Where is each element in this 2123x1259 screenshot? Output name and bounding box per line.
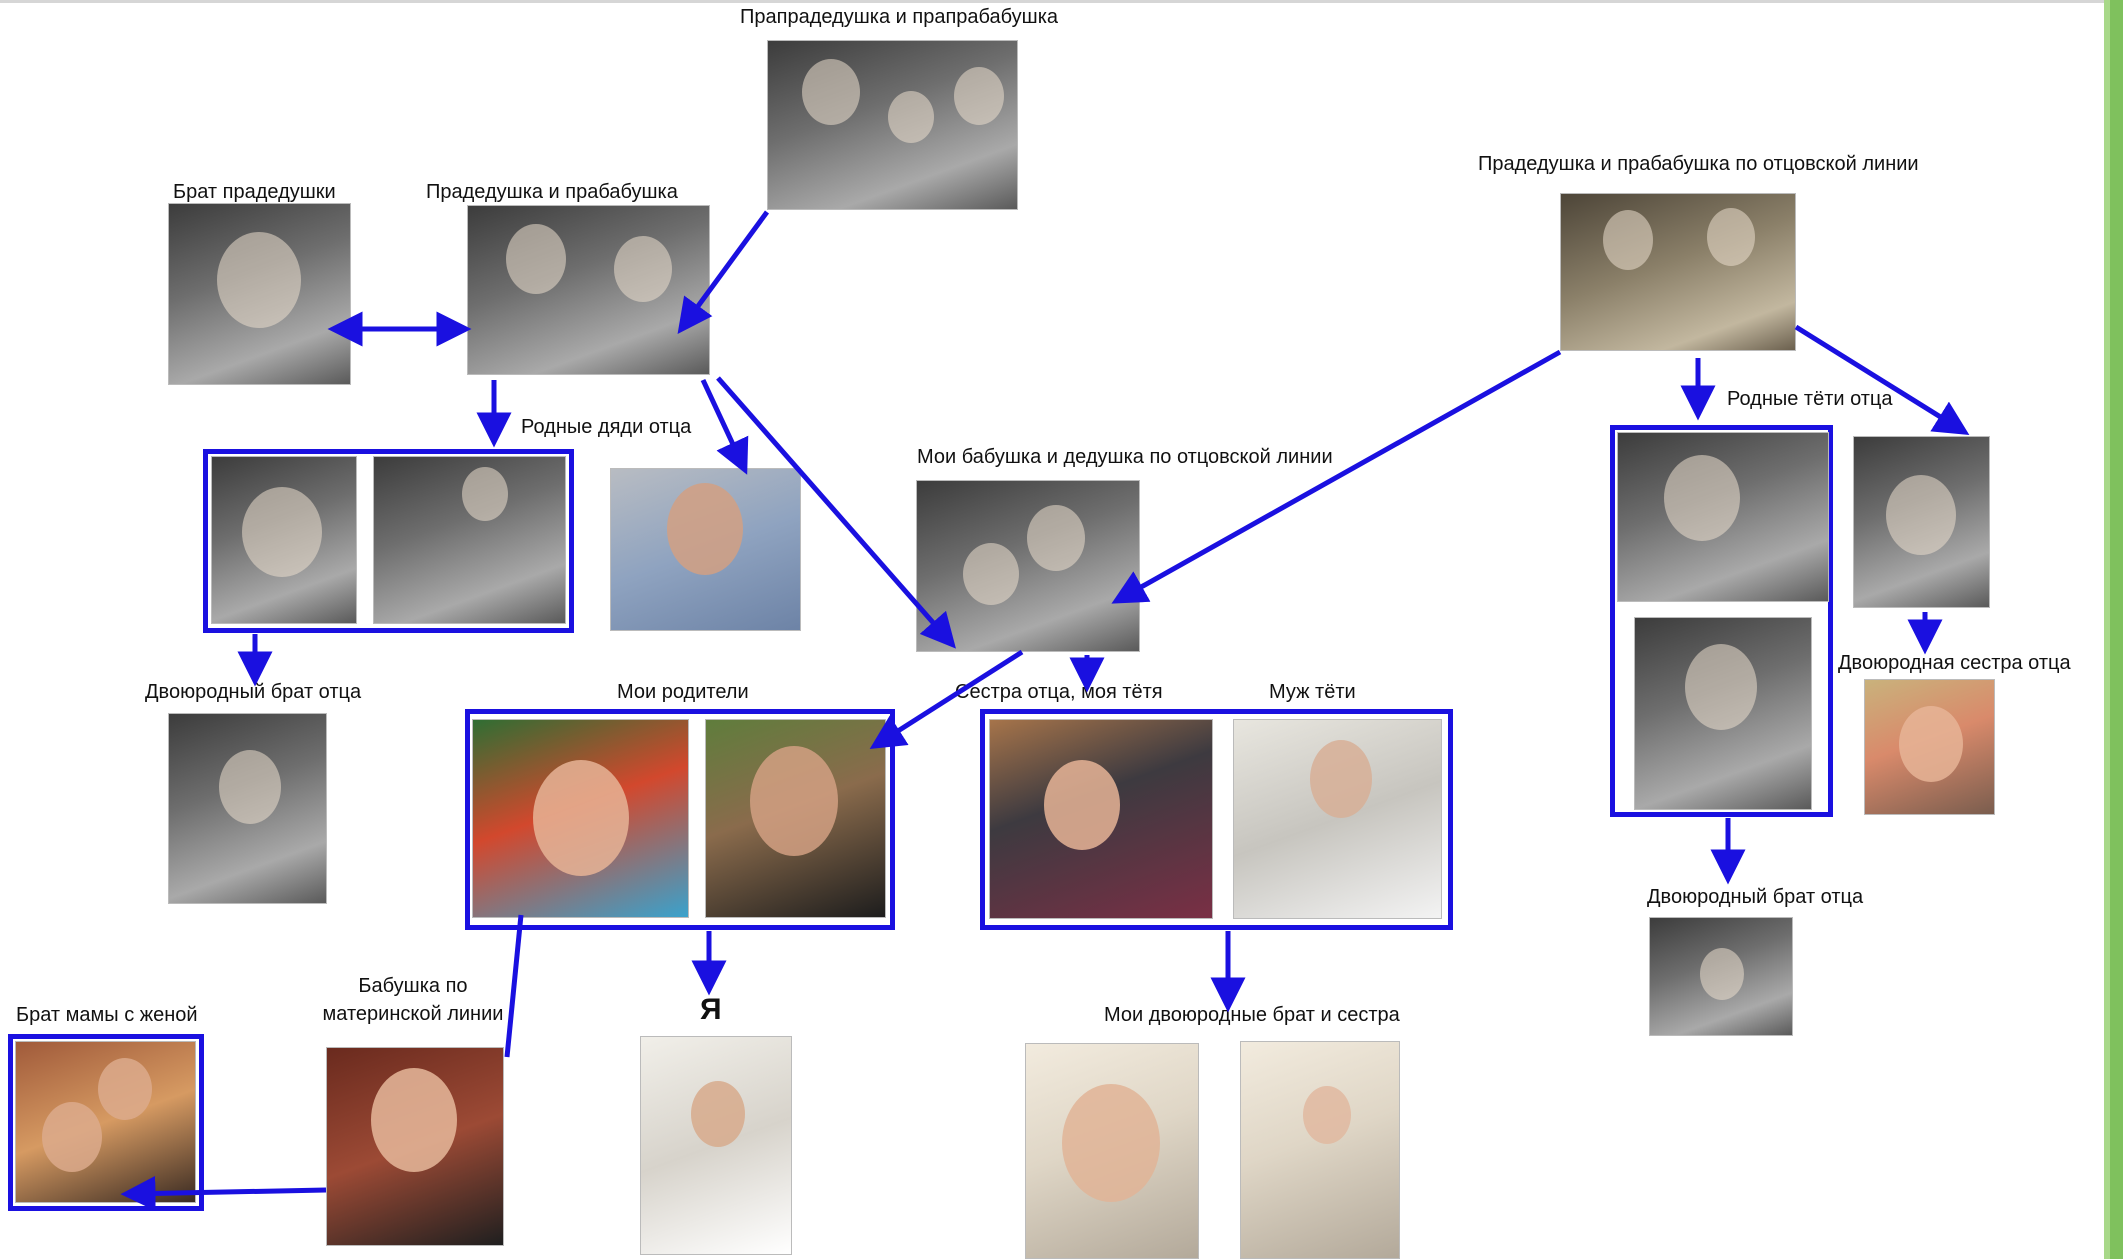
- top-border: [0, 0, 2123, 3]
- arrow-paternal-great-grand-to-aunt-3: [1794, 324, 1970, 435]
- photo-father-uncle-1: [211, 456, 357, 624]
- label-paternal-great-grandparents: Прадедушка и прабабушка по отцовской лин…: [1478, 153, 1919, 175]
- arrow-maternal-grandmother-to-uncle: [120, 1175, 327, 1211]
- label-maternal-grandmother: Бабушка по материнской линии: [322, 975, 504, 1025]
- label-father-cousin-brother-left: Двоюродный брат отца: [145, 681, 362, 703]
- frame-maternal-uncle: [8, 1034, 204, 1211]
- frame-parents: [465, 709, 895, 930]
- slide-accent-bar: [2110, 0, 2123, 1259]
- slide-accent-bar-light: [2104, 0, 2110, 1259]
- photo-father-aunt-3: [1853, 436, 1990, 608]
- photo-father-uncle-2: [373, 456, 566, 624]
- photo-aunt-husband: [1233, 719, 1442, 919]
- photo-great-grandparents: [467, 205, 710, 375]
- photo-father: [705, 719, 886, 918]
- arrow-great-grand-to-uncle-3: [700, 378, 749, 475]
- photo-cousin-sister: [1240, 1041, 1400, 1259]
- label-father-uncles: Родные дяди отца: [521, 416, 692, 438]
- photo-great-grand-uncle: [168, 203, 351, 385]
- photo-maternal-grandmother: [326, 1047, 504, 1246]
- arrow-grandparents-to-parents: [869, 649, 1024, 750]
- label-maternal-uncle: Брат мамы с женой: [16, 1004, 198, 1026]
- label-father-cousin-sister: Двоюродная сестра отца: [1838, 652, 2071, 674]
- label-me: Я: [700, 993, 722, 1026]
- label-great-great-grandparents: Прапрадедушка и прапрабабушка: [740, 6, 1059, 28]
- photo-father-aunt-1: [1617, 432, 1829, 602]
- photo-paternal-great-grandparents: [1560, 193, 1796, 351]
- photo-mother: [472, 719, 689, 918]
- photo-aunt: [989, 719, 1213, 919]
- frame-father-uncles: [203, 449, 574, 633]
- label-aunt-husband: Муж тёти: [1269, 681, 1356, 703]
- label-great-grandparents: Прадедушка и прабабушка: [426, 181, 678, 203]
- photo-father-cousin-sister: [1864, 679, 1995, 815]
- frame-father-aunts: [1610, 425, 1833, 817]
- arrow-paternal-great-grand-to-grandparents: [1111, 349, 1562, 604]
- photo-father-aunt-2: [1634, 617, 1812, 810]
- photo-great-great-grandparents: [767, 40, 1018, 210]
- arrow-great-grand-to-grandparents: [716, 376, 956, 649]
- photo-father-cousin-brother-left: [168, 713, 327, 904]
- label-aunt: Сестра отца, моя тётя: [955, 681, 1163, 703]
- label-father-cousin-brother-right: Двоюродный брат отца: [1647, 886, 1864, 908]
- arrow-great-great-to-great-grand: [677, 210, 770, 335]
- label-great-grand-uncle: Брат прадедушки: [173, 181, 336, 203]
- label-parents: Мои родители: [617, 681, 749, 703]
- photo-me: [640, 1036, 792, 1255]
- label-father-aunts: Родные тёти отца: [1727, 388, 1893, 410]
- photo-father-cousin-brother-right: [1649, 917, 1793, 1036]
- photo-maternal-uncle: [15, 1041, 196, 1203]
- line-mother-to-maternal-grandmother: [504, 914, 524, 1058]
- label-cousins: Мои двоюродные брат и сестра: [1104, 1004, 1400, 1026]
- frame-aunt-couple: [980, 709, 1453, 930]
- photo-father-uncle-3: [610, 468, 801, 631]
- label-paternal-grandparents: Мои бабушка и дедушка по отцовской линии: [917, 446, 1333, 468]
